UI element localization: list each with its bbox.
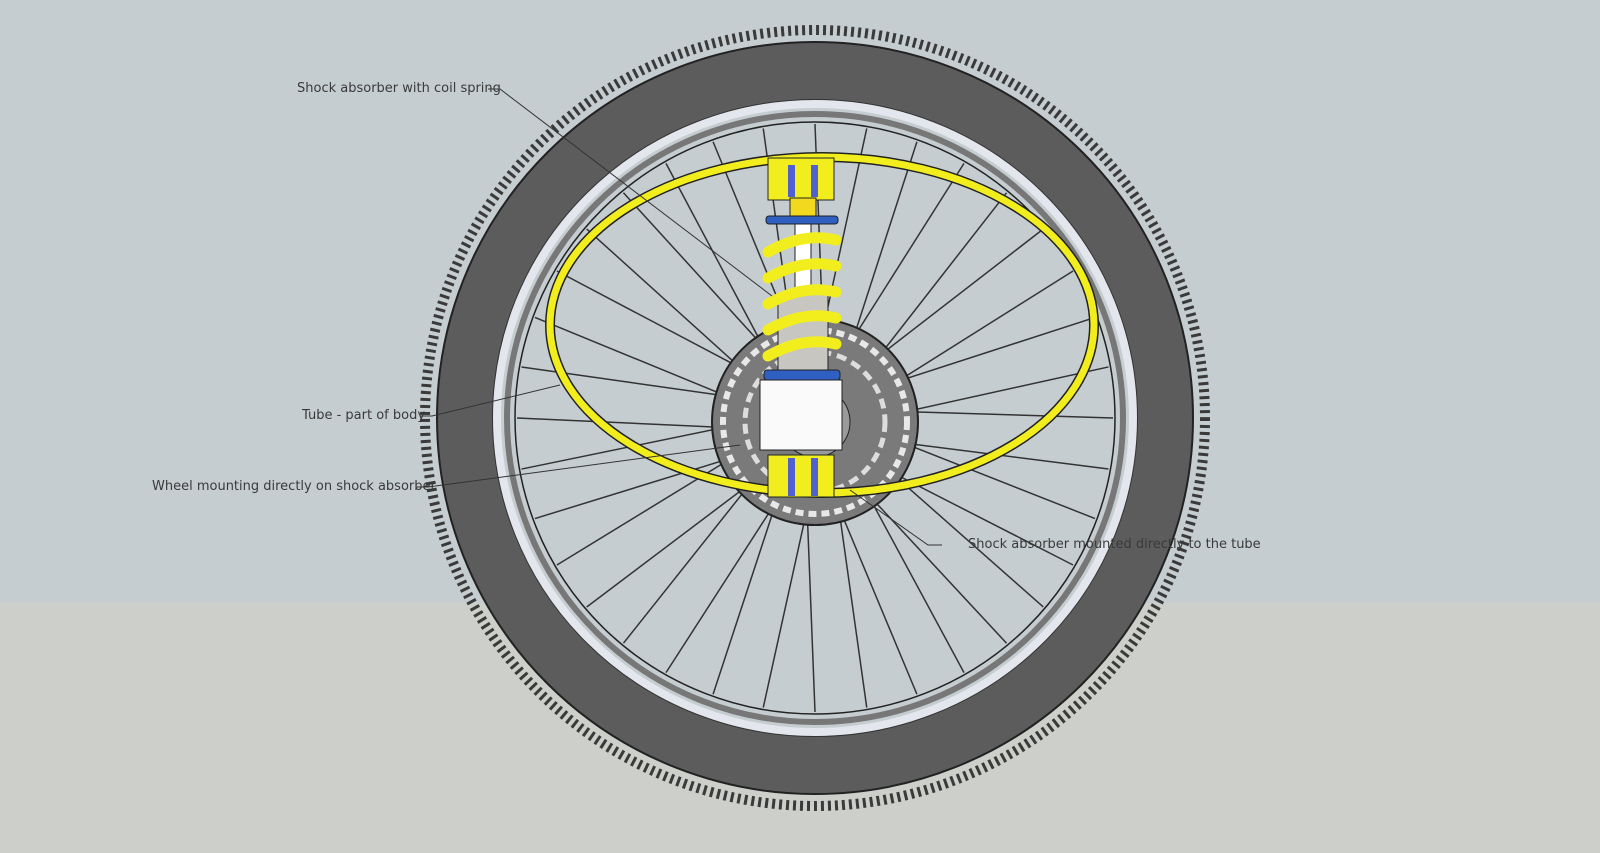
label-shock-mount: Shock absorber mounted directly to the t… xyxy=(968,537,1261,552)
label-coil-spring: Shock absorber with coil spring xyxy=(297,81,501,96)
label-wheel-mount: Wheel mounting directly on shock absorbe… xyxy=(152,479,436,494)
coil-spring xyxy=(762,232,842,362)
coil-turn xyxy=(762,232,842,258)
leader-lines xyxy=(416,88,942,546)
label-tube: Tube - part of body xyxy=(302,408,426,423)
shock-absorber xyxy=(759,157,843,498)
rim xyxy=(493,100,1137,736)
coil-turn xyxy=(762,310,842,336)
coil-turn xyxy=(762,336,842,362)
tube-body xyxy=(759,379,843,451)
coil-turn xyxy=(762,284,842,310)
coil-turn xyxy=(762,258,842,284)
